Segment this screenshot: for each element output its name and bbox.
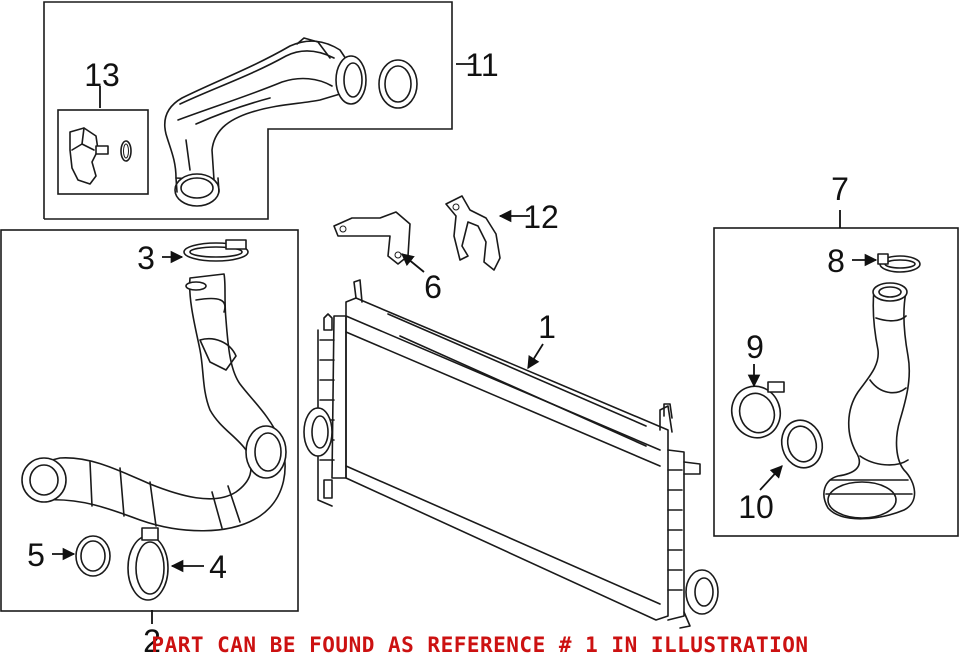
part-8-clamp bbox=[877, 253, 921, 273]
part-4-clamp bbox=[127, 527, 169, 601]
part-2-intercooler-hose bbox=[21, 273, 287, 532]
callout-labels: 1 2 3 4 5 6 7 8 9 10 11 12 13 bbox=[27, 47, 849, 659]
part-13-sensor bbox=[69, 127, 132, 185]
callout-10: 10 bbox=[738, 489, 774, 525]
part-5-o-ring bbox=[75, 535, 111, 577]
callout-11: 11 bbox=[465, 47, 498, 83]
sensor-inset-box bbox=[57, 109, 149, 195]
callout-1: 1 bbox=[538, 309, 556, 345]
part-3-clamp bbox=[183, 239, 249, 262]
group-box-hose-left bbox=[0, 229, 299, 612]
leader-lines bbox=[52, 63, 878, 624]
callout-5: 5 bbox=[27, 537, 45, 573]
callout-13: 13 bbox=[84, 57, 120, 93]
part-7-hose-right bbox=[823, 282, 916, 520]
part-11-air-duct bbox=[164, 37, 418, 207]
callout-7: 7 bbox=[831, 171, 849, 207]
part-6-bracket bbox=[333, 211, 411, 265]
part-1-intercooler bbox=[303, 279, 719, 629]
callout-2: 2 bbox=[143, 623, 161, 659]
callout-3: 3 bbox=[137, 240, 155, 276]
callout-4: 4 bbox=[209, 549, 227, 585]
callout-8: 8 bbox=[827, 243, 845, 279]
callout-9: 9 bbox=[746, 329, 764, 365]
group-box-hose-right bbox=[713, 227, 959, 537]
callout-6: 6 bbox=[424, 269, 442, 305]
reference-notice: PART CAN BE FOUND AS REFERENCE # 1 IN IL… bbox=[151, 633, 808, 657]
callout-12: 12 bbox=[523, 199, 559, 235]
part-12-bracket bbox=[445, 195, 501, 271]
part-10-seal bbox=[780, 419, 824, 469]
group-box-air-duct bbox=[43, 1, 453, 220]
part-9-clamp bbox=[730, 381, 785, 439]
